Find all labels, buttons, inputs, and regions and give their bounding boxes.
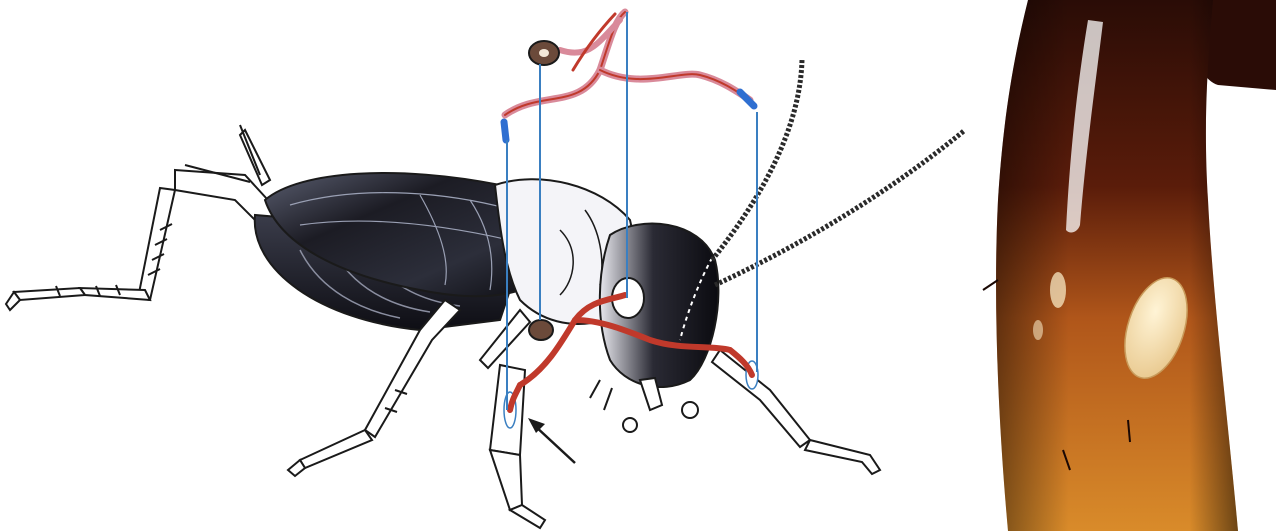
middle-leg	[288, 300, 460, 476]
cricket-diagram-svg	[0, 0, 990, 531]
spiracle-exploded-inner	[539, 49, 549, 57]
arrow-icon	[528, 418, 575, 463]
leg-highlight-spot-2	[1033, 320, 1043, 340]
spiracle-body	[529, 320, 553, 340]
panel-leg-photo	[978, 0, 1276, 531]
right-front-leg	[712, 350, 880, 474]
front-leg	[480, 310, 545, 528]
panel-cricket-diagram	[0, 0, 990, 531]
antennae	[712, 60, 965, 285]
leg-photo-svg	[978, 0, 1276, 531]
leg-shading	[996, 0, 1238, 531]
leg-highlight-spot	[1050, 272, 1066, 308]
mouthparts	[590, 378, 698, 432]
